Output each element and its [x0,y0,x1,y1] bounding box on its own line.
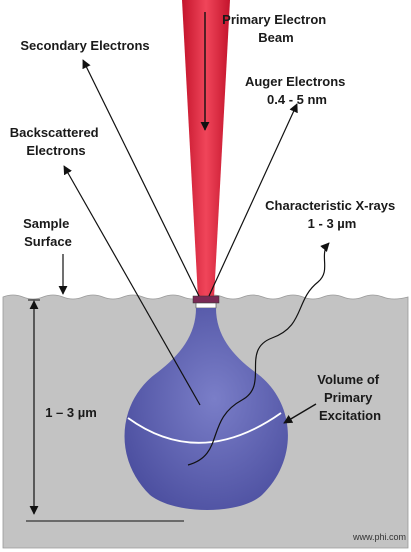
beam-entry-marker [192,295,220,304]
excitation-volume-label: Volume of Primary Excitation [317,372,383,423]
credit-text: www.phi.com [352,532,406,542]
volume-pointer-arrow [283,403,317,424]
secondary-electrons-label: Secondary Electrons [20,38,149,53]
auger-electrons-label: Auger Electrons 0.4 - 5 nm [245,74,349,107]
depth-label: 1 – 3 µm [45,405,97,420]
backscattered-electrons-arrow [63,165,201,406]
xray-boundary [127,412,282,444]
xrays-label: Characteristic X-rays 1 - 3 µm [265,198,399,231]
primary-beam-label: Primary Electron Beam [222,12,330,45]
sample-surface-label: Sample Surface [23,216,73,249]
auger-electrons-arrow [208,103,298,297]
backscattered-electrons-label: Backscattered Electrons [10,125,103,158]
auger-depth-marker [195,302,217,309]
excitation-volume [124,308,288,510]
primary-beam [182,0,230,298]
xray-wavy-arrow [187,242,330,466]
secondary-electrons-arrow [82,59,200,297]
